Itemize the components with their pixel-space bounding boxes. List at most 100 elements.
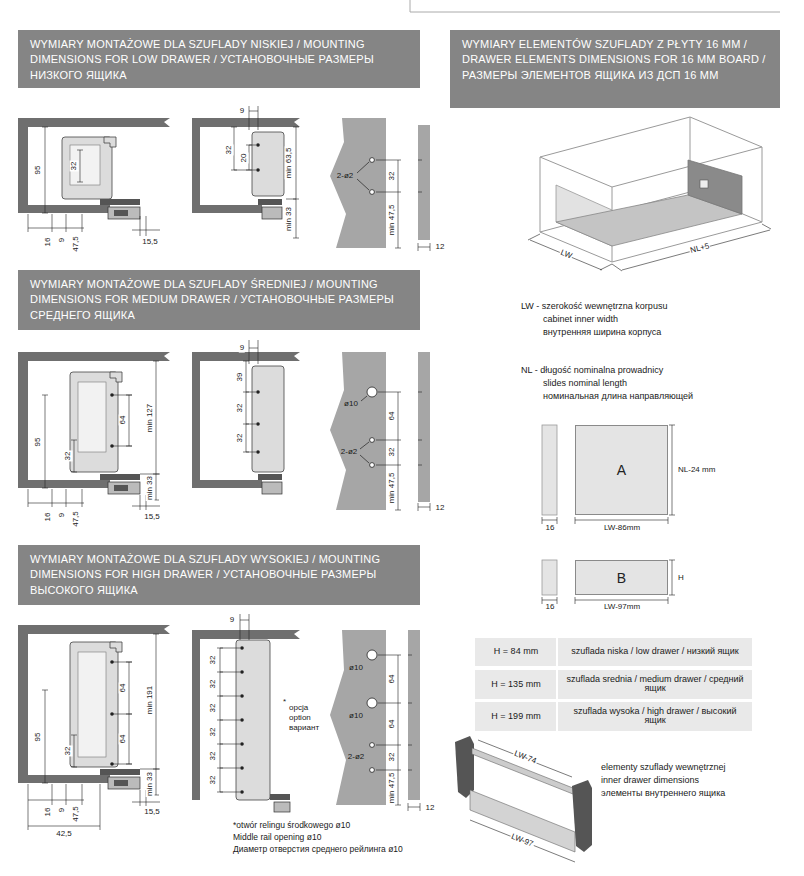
high-drawer-section-view: [114, 780, 128, 786]
high-drawer-wall-holes: [376, 655, 401, 805]
low-drawer-section-view: [18, 118, 170, 213]
dimension-label: 15,5: [143, 513, 161, 522]
panel-letter: B: [617, 570, 626, 586]
dimension-label: 32: [64, 451, 73, 462]
high-drawer-wall-holes: [408, 630, 420, 800]
dimension-label: 47,5: [72, 805, 81, 823]
high-drawer-wall-holes: [370, 743, 375, 748]
dimension-label: 32: [209, 727, 218, 738]
high-drawer-side-view: [240, 670, 244, 674]
medium-drawer-wall-holes: [330, 352, 386, 510]
legend-text: NL - długość nominalna prowadnicy: [520, 366, 664, 376]
medium-drawer-section-view: [18, 352, 170, 488]
height-table: [475, 638, 752, 666]
medium-drawer-wall-holes: [330, 352, 430, 511]
panel-b-drawing: [542, 560, 557, 595]
high-drawer-wall-holes: [408, 655, 420, 811]
low-drawer-section-view: [62, 137, 112, 199]
drawer-isometric: [540, 117, 762, 262]
frame-line: [410, 0, 780, 12]
low-drawer-side-view: [192, 118, 300, 213]
drawer-isometric: [688, 160, 742, 214]
low-drawer-side-view: [231, 106, 299, 238]
table-cell: szuflada niska / low drawer / низкий ящи…: [564, 647, 746, 657]
low-drawer-wall-holes: [357, 162, 369, 190]
dimension-label: 16: [44, 512, 53, 523]
dimension-label: 64: [388, 719, 397, 730]
high-drawer-side-view: [274, 802, 290, 812]
dimension-label: LW-74: [512, 749, 538, 766]
drawer-isometric: [528, 224, 771, 271]
dimension-label: LW-97mm: [603, 603, 641, 612]
dimension-label: 32: [64, 746, 73, 757]
dimension-label: 95: [34, 165, 43, 176]
board-panel: B: [575, 560, 668, 595]
dimension-label: 20: [240, 153, 249, 164]
note-text: elementy szuflady wewnętrznej: [600, 763, 727, 773]
high-drawer-wall-holes: [330, 630, 420, 811]
header-text: WYMIARY MONTAŻOWE DLA SZUFLADY ŚREDNIEJ …: [30, 277, 408, 323]
low-drawer-wall-holes: [418, 125, 430, 240]
medium-drawer-section-view: [110, 372, 122, 382]
dimension-label: min 33: [146, 475, 155, 501]
low-drawer-side-view: [192, 106, 300, 238]
low-drawer-section-view: [100, 199, 140, 205]
high-drawer-side-view: [240, 790, 244, 794]
low-drawer-section-view: [114, 210, 128, 216]
low-drawer-wall-holes: [330, 118, 430, 251]
table-cell: H = 199 mm: [490, 712, 541, 722]
dimension-label: H: [677, 574, 685, 583]
panel-letter: A: [617, 462, 626, 478]
high-drawer-side-view: [270, 794, 290, 800]
dimension-label: min 191: [146, 685, 155, 715]
dimension-label: 9: [239, 344, 245, 353]
medium-drawer-side-view: [256, 390, 260, 394]
dimension-label: 39: [236, 372, 245, 383]
dimension-label: 32: [70, 161, 79, 172]
medium-drawer-wall-holes: [367, 387, 377, 397]
header-text: WYMIARY ELEMENTÓW SZUFLADY Z PŁYTY 16 MM…: [462, 37, 768, 83]
high-drawer-section-view: [18, 625, 170, 783]
height-table: [475, 702, 752, 731]
dimension-label: 32: [209, 775, 218, 786]
panel-a-drawing: [542, 425, 557, 515]
section-header-band: WYMIARY MONTAŻOWE DLA SZUFLADY WYSOKIEJ …: [18, 545, 420, 605]
height-table: [556, 638, 558, 731]
medium-drawer-section-view: [78, 382, 106, 452]
table-cell: H = 84 mm: [493, 647, 539, 657]
low-drawer-section-view: [70, 145, 100, 185]
medium-drawer-side-view: [256, 450, 260, 454]
medium-drawer-wall-holes: [370, 438, 375, 443]
dimension-label: 2-ø2: [336, 172, 354, 181]
low-drawer-section-view: [108, 207, 140, 219]
dimension-label: ø10: [348, 712, 364, 721]
dimension-label: ø10: [343, 400, 359, 409]
dimension-label: 15,5: [141, 238, 159, 247]
high-drawer-section-view: [18, 625, 170, 830]
dimension-label: 16: [44, 237, 53, 248]
section-header-band: WYMIARY ELEMENTÓW SZUFLADY Z PŁYTY 16 MM…: [450, 30, 780, 108]
low-drawer-section-view: [18, 118, 170, 236]
dimension-label: NL+5: [689, 242, 712, 256]
dimension-label: 95: [34, 437, 43, 448]
medium-drawer-wall-holes: [418, 392, 430, 511]
dimension-label: 12: [435, 243, 446, 252]
low-drawer-side-view: [252, 132, 284, 196]
dimension-label: 32: [388, 171, 397, 182]
high-drawer-side-view: [240, 742, 244, 746]
dimension-label: 16: [545, 603, 556, 612]
dimension-label: 32: [388, 752, 397, 763]
dimension-label: 15,5: [143, 808, 161, 817]
high-drawer-side-view: [240, 766, 244, 770]
panel-a-drawing: [542, 425, 675, 524]
high-drawer-side-view: [192, 614, 300, 812]
high-drawer-side-view: [240, 718, 244, 722]
dimension-label: 16: [44, 807, 53, 818]
dimension-label: 32: [388, 447, 397, 458]
drawer-isometric: [700, 180, 708, 188]
medium-drawer-section-view: [100, 474, 140, 480]
table-cell: szuflada wysoka / high drawer / высокий …: [564, 707, 746, 727]
high-drawer-wall-holes: [367, 650, 377, 660]
table-cell: H = 135 mm: [490, 680, 541, 690]
